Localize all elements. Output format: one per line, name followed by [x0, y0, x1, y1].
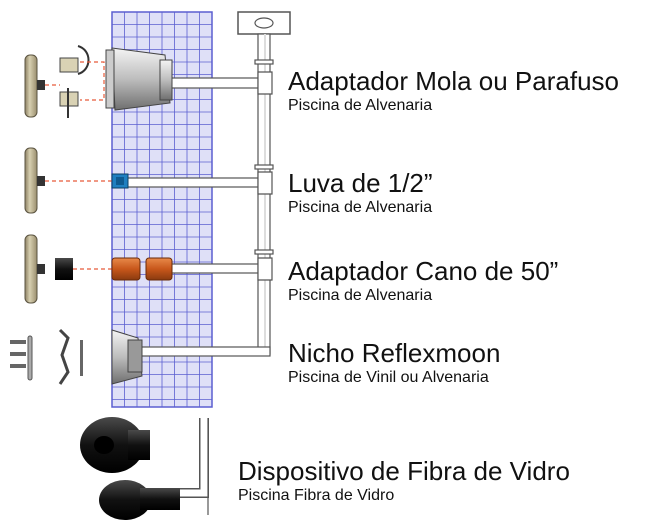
- fixture-adaptador-cano: [24, 234, 173, 304]
- label-adaptador-mola: Adaptador Mola ou Parafuso Piscina de Al…: [288, 66, 619, 116]
- fixture-adaptador-mola: [24, 45, 173, 118]
- fixture-nicho: [10, 328, 143, 385]
- item-subtitle: Piscina de Alvenaria: [288, 287, 433, 304]
- horizontal-conduits: [119, 71, 273, 357]
- junction-box: [237, 11, 291, 35]
- item-title: Luva de 1/2”: [288, 168, 433, 198]
- item-subtitle: Piscina Fibra de Vidro: [238, 487, 395, 504]
- label-adaptador-cano: Adaptador Cano de 50” Piscina de Alvenar…: [288, 256, 558, 306]
- label-fibra-vidro: Dispositivo de Fibra de Vidro Piscina Fi…: [238, 456, 570, 506]
- item-title: Dispositivo de Fibra de Vidro: [238, 456, 570, 486]
- item-subtitle: Piscina de Alvenaria: [288, 97, 433, 114]
- item-subtitle: Piscina de Alvenaria: [288, 199, 433, 216]
- item-title: Adaptador Mola ou Parafuso: [288, 66, 619, 96]
- item-title: Adaptador Cano de 50”: [288, 256, 559, 286]
- fixture-fibra-vidro: [80, 417, 209, 520]
- fixture-luva: [24, 147, 129, 214]
- label-luva: Luva de 1/2” Piscina de Alvenaria: [288, 168, 433, 218]
- label-nicho: Nicho Reflexmoon Piscina de Vinil ou Alv…: [288, 338, 500, 388]
- item-title: Nicho Reflexmoon: [288, 338, 501, 368]
- item-subtitle: Piscina de Vinil ou Alvenaria: [288, 369, 489, 386]
